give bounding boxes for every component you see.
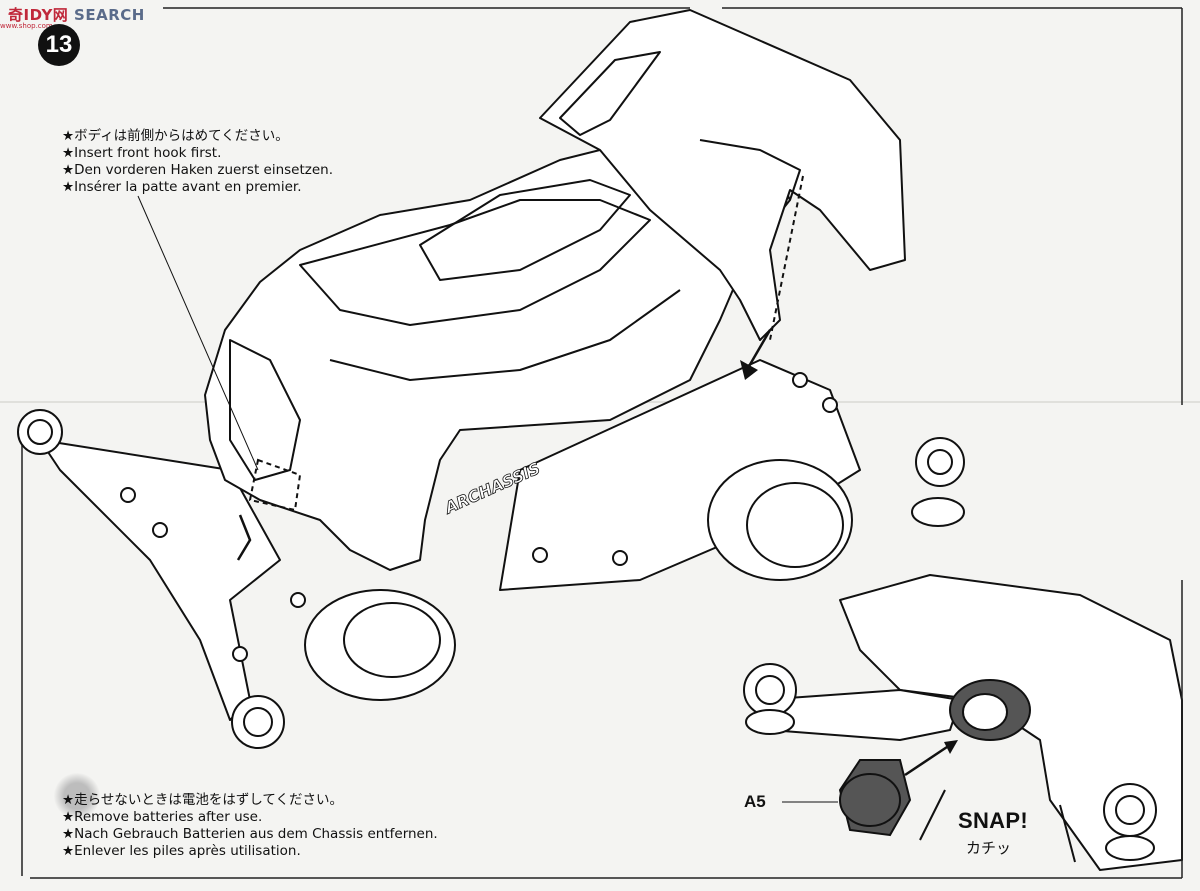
instruction-line-jp: ★ボディは前側からはめてください。 <box>62 128 289 144</box>
car-body <box>204 139 791 571</box>
snap-label: SNAP! <box>958 808 1028 833</box>
warning-dot-icon <box>54 773 100 819</box>
part-arrow <box>904 743 951 777</box>
insertion-guide <box>248 175 804 512</box>
instruction-line-fr: ★Enlever les piles après utilisation. <box>62 843 301 859</box>
step-number-badge: 13 <box>38 24 80 66</box>
snap-marks <box>919 789 1076 863</box>
part-a5 <box>838 759 912 837</box>
instruction-bottom: ★走らせないときは電池をはずしてください。 ★Remove batteries … <box>62 792 438 860</box>
instruction-line-de: ★Nach Gebrauch Batterien aus dem Chassis… <box>62 826 438 842</box>
leader-line-top <box>137 195 259 471</box>
watermark-url: www.shop.com <box>0 22 53 30</box>
snap-label-jp: カチッ <box>966 839 1012 857</box>
instruction-line-en: ★Insert front hook first. <box>62 145 222 161</box>
car-main <box>17 9 965 749</box>
insert-arrows <box>236 329 772 561</box>
instruction-line-en: ★Remove batteries after use. <box>62 809 263 825</box>
watermark-brand: 奇IDY网 SEARCH <box>8 6 145 24</box>
page-frame <box>21 7 1183 879</box>
instruction-line-jp: ★走らせないときは電池をはずしてください。 <box>62 792 344 808</box>
part-label: A5 <box>744 792 766 811</box>
instruction-top: ★ボディは前側からはめてください。 ★Insert front hook fir… <box>62 128 333 196</box>
instruction-line-fr: ★Insérer la patte avant en premier. <box>62 179 302 195</box>
part-a5-fitted <box>949 679 1031 741</box>
instruction-line-de: ★Den vorderen Haken zuerst einsetzen. <box>62 162 334 178</box>
inset-detail <box>743 574 1183 871</box>
